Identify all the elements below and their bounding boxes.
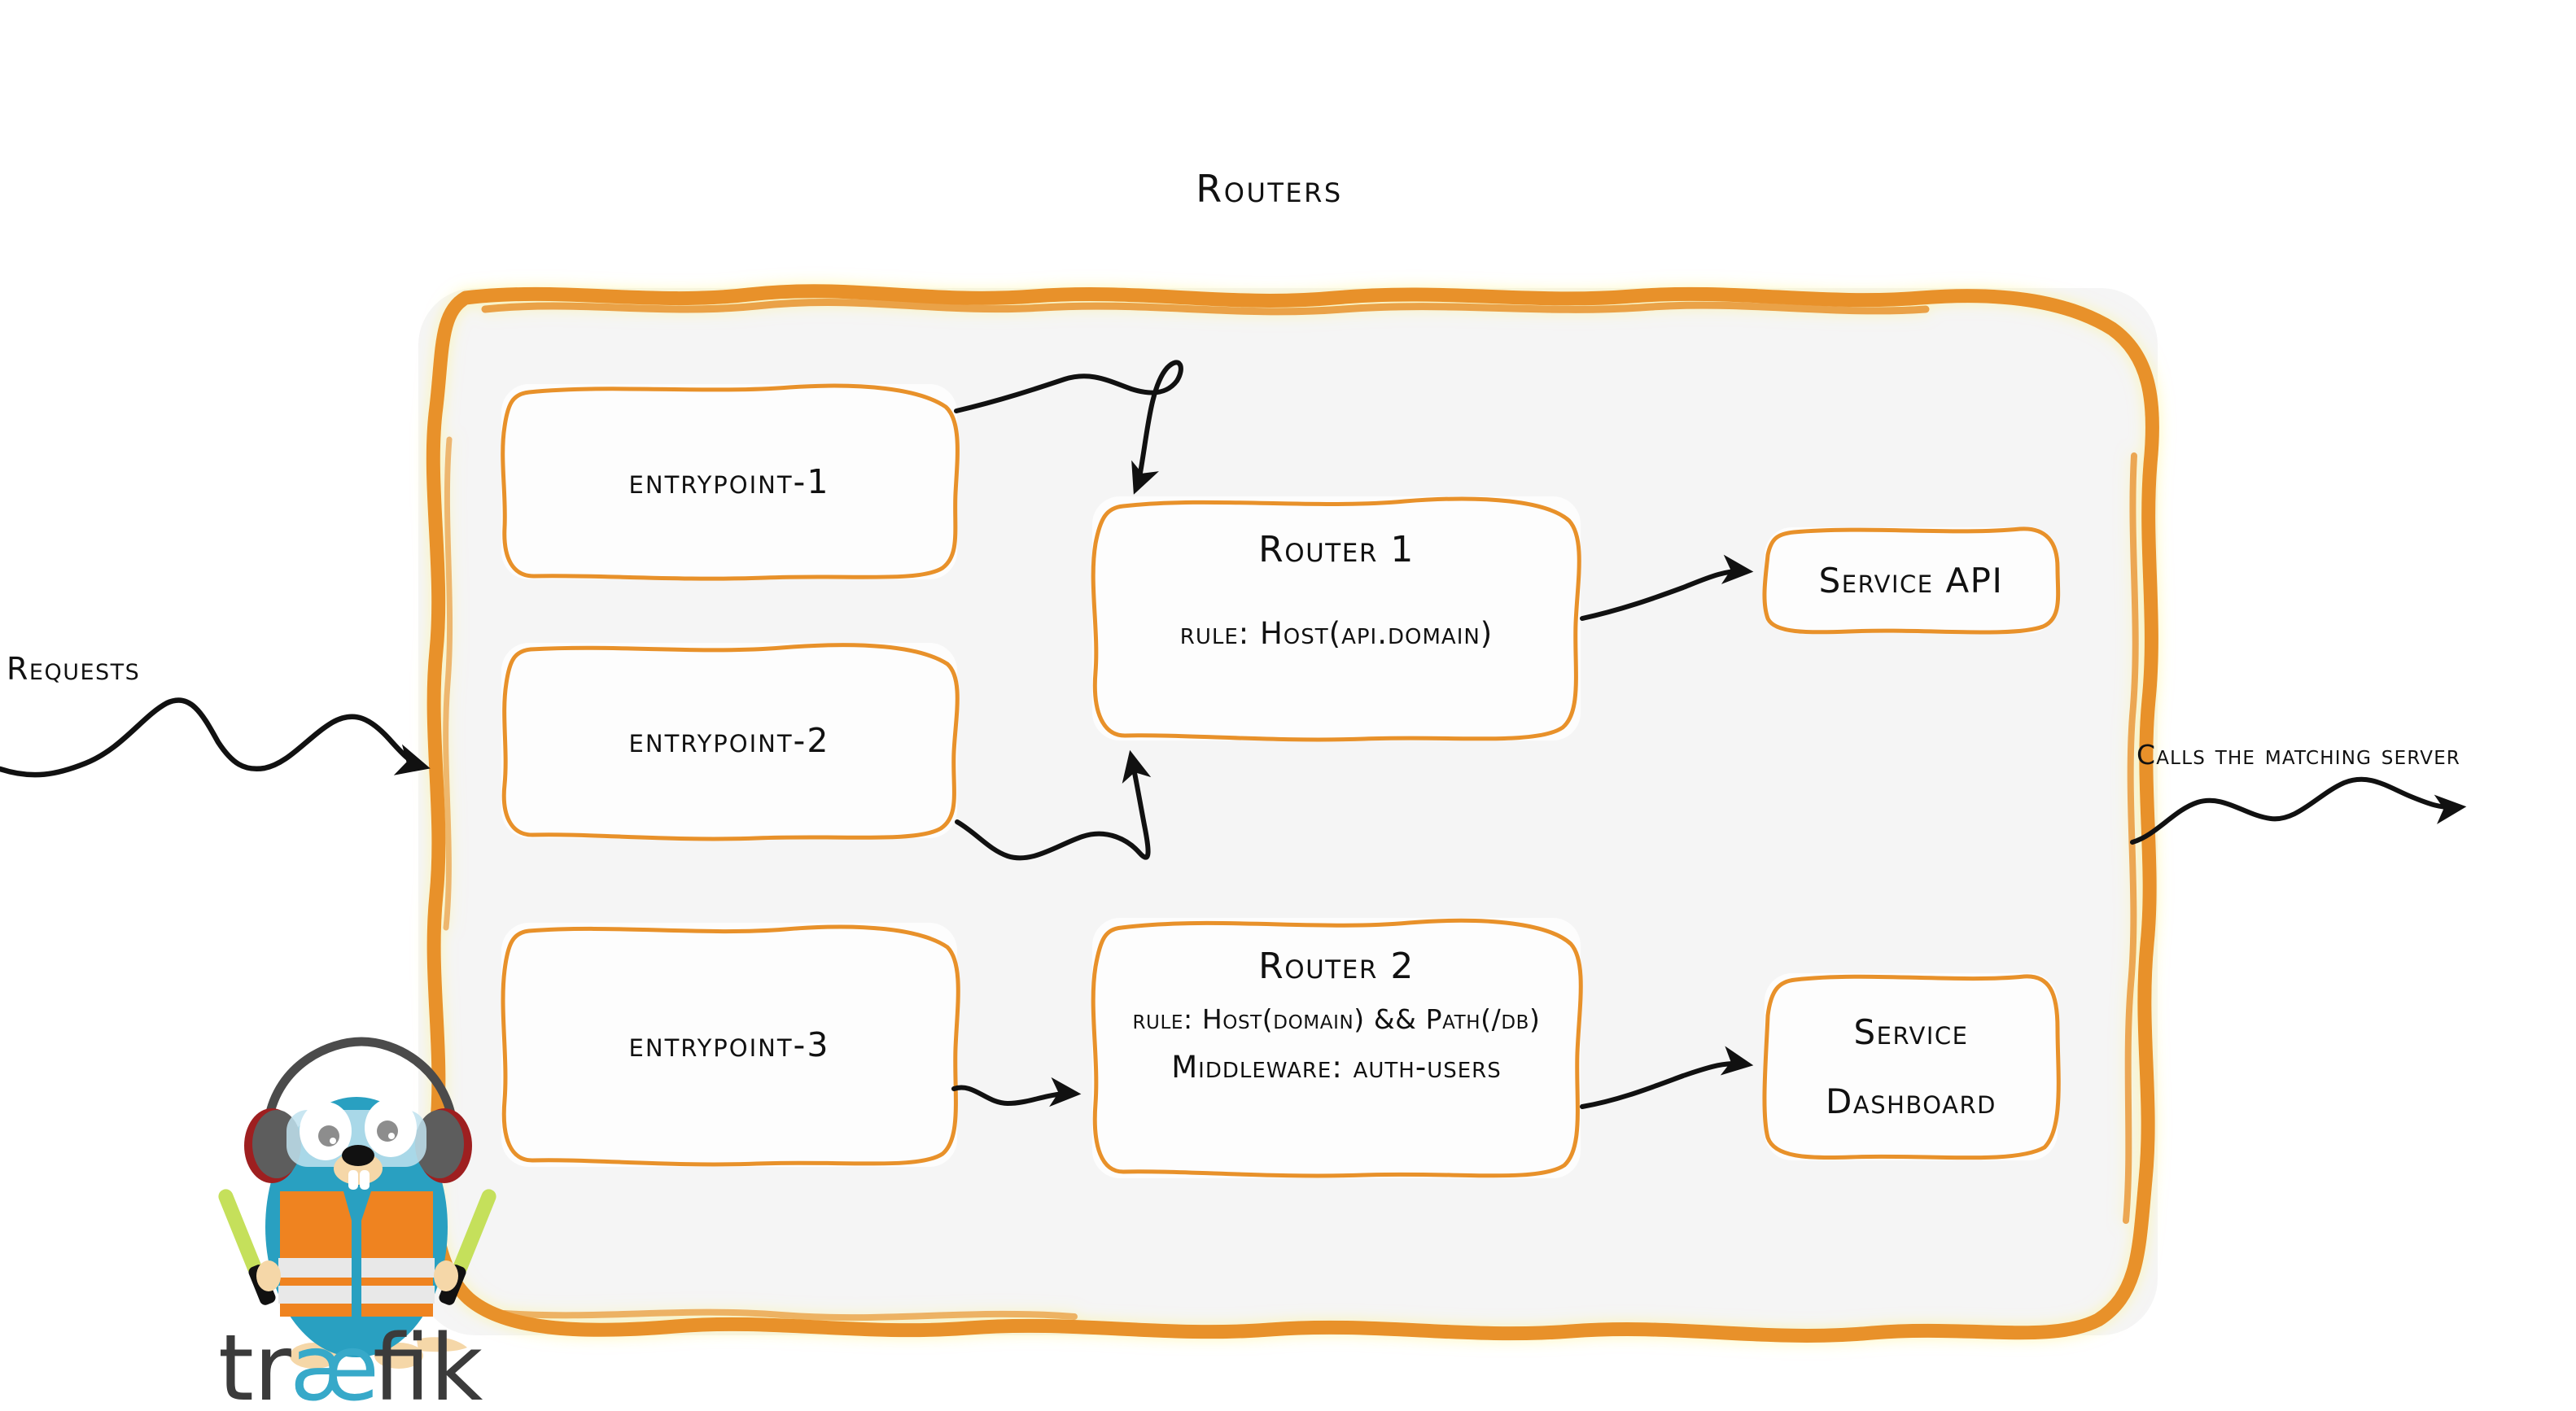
service-box-api[interactable]: Service API: [1762, 526, 2061, 635]
router-box-2[interactable]: Router 2 rule: Host(domain) && Path(/db)…: [1091, 918, 1583, 1178]
traefik-gopher-mascot: tr æ fik: [218, 1037, 496, 1411]
gopher-wand-left: [218, 1189, 281, 1305]
gopher-safety-vest: [278, 1191, 435, 1321]
page-title-text: Routers: [1196, 167, 1343, 211]
entrypoint-label-1: entrypoint-1: [628, 462, 830, 501]
requests-label: Requests: [7, 651, 140, 687]
gopher-ear-defender-right: [415, 1108, 472, 1183]
gopher-tail: [417, 1337, 467, 1352]
wordmark-part1: tr: [218, 1316, 292, 1411]
entrypoint-box-2-border: [501, 643, 960, 841]
router-box-2-border: [1091, 918, 1583, 1178]
router-box-1-border: [1091, 496, 1581, 742]
gopher-eye-right: [365, 1099, 417, 1157]
requests-label-text: Requests: [7, 651, 141, 687]
service-dashboard-label-2: Dashboard: [1826, 1081, 1997, 1121]
arrow-requests-into-routers: [0, 697, 431, 778]
entrypoint-box-1[interactable]: entrypoint-1: [501, 383, 960, 581]
service-box-dashboard[interactable]: Service Dashboard: [1762, 973, 2061, 1160]
entrypoint-box-3[interactable]: entrypoint-3: [501, 923, 960, 1167]
router-rule-2: rule: Host(domain) && Path(/db): [1132, 1003, 1541, 1035]
entrypoint-box-3-border: [501, 924, 960, 1167]
gopher-eye-left: [300, 1102, 352, 1160]
page-title: Routers: [0, 167, 2576, 211]
service-dashboard-label-1: Service: [1853, 1012, 1969, 1052]
calls-matching-server-text: Calls the matching server: [2136, 739, 2461, 771]
calls-matching-server-label: Calls the matching server: [2136, 739, 2460, 771]
service-api-label: Service API: [1818, 560, 2004, 601]
router-box-1[interactable]: Router 1 rule: Host(api.domain): [1091, 496, 1581, 742]
traefik-wordmark: tr æ fik: [218, 1316, 483, 1411]
gopher-headphone-band: [264, 1037, 457, 1126]
router-rule-1: rule: Host(api.domain): [1179, 616, 1494, 651]
wordmark-ligature: æ: [290, 1316, 379, 1411]
router-title-1: Router 1: [1258, 529, 1415, 570]
service-box-dashboard-border: [1762, 974, 2061, 1160]
traefik-logo: tr æ fik: [218, 1032, 496, 1411]
service-box-api-border: [1762, 526, 2061, 635]
gopher-nose: [342, 1145, 374, 1166]
arrow-routers-out-to-server: [2130, 776, 2467, 845]
entrypoint-label-3: entrypoint-3: [628, 1025, 830, 1064]
entrypoint-label-2: entrypoint-2: [628, 721, 830, 760]
gopher-tooth-right: [360, 1170, 370, 1190]
entrypoint-box-1-border: [501, 383, 960, 581]
gopher-wand-right: [434, 1189, 496, 1305]
gopher-tooth-left: [348, 1170, 358, 1190]
entrypoint-box-2[interactable]: entrypoint-2: [501, 643, 960, 841]
router-middleware-2: Middleware: auth-users: [1171, 1050, 1502, 1085]
wordmark-part2: fik: [373, 1316, 483, 1411]
router-title-2: Router 2: [1258, 946, 1415, 987]
